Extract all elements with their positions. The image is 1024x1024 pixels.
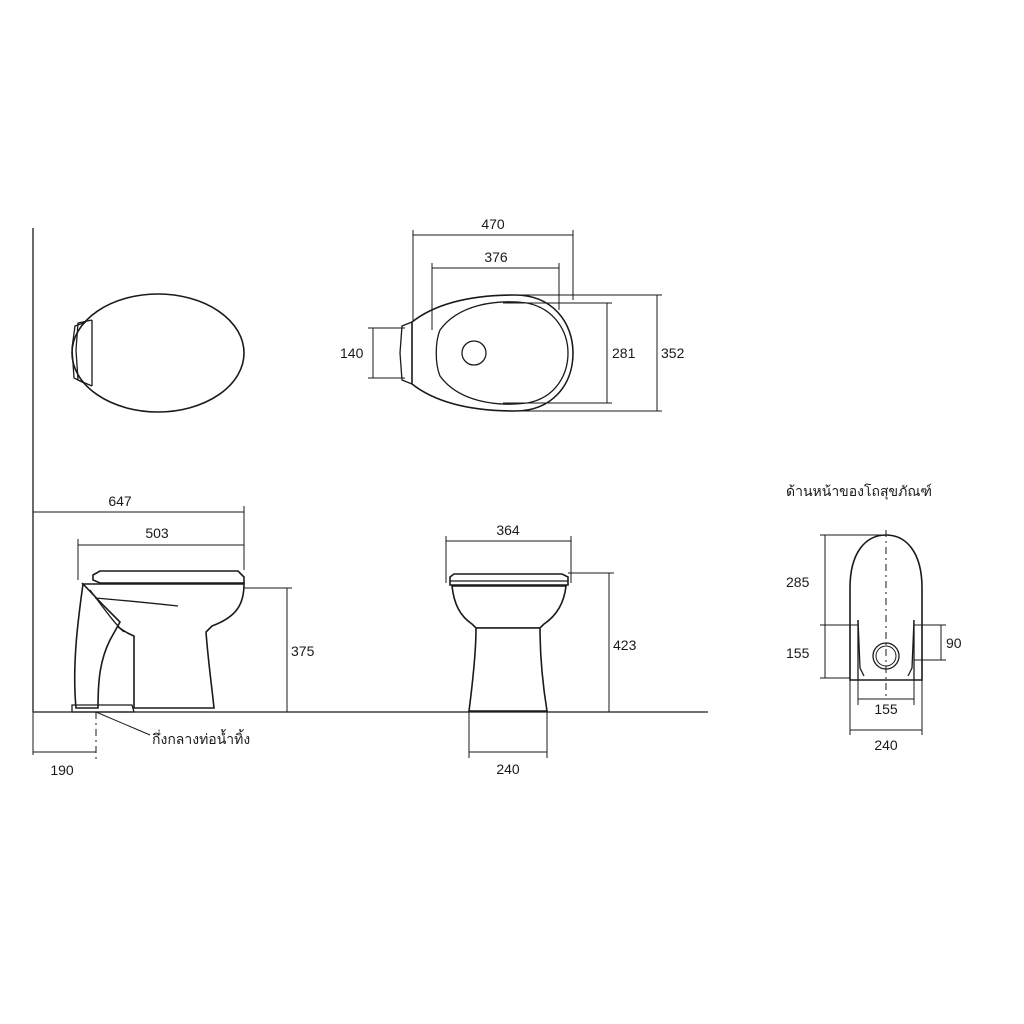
seat-lid-top-view xyxy=(71,293,245,413)
dim-281: 281 xyxy=(612,345,636,361)
dim-647: 647 xyxy=(108,493,132,509)
plan-dimensions xyxy=(368,230,662,412)
front-dimensions xyxy=(445,536,614,758)
dim-423: 423 xyxy=(613,637,637,653)
dim-470: 470 xyxy=(481,216,505,232)
dim-285: 285 xyxy=(786,574,810,590)
wall-and-floor xyxy=(32,228,708,713)
dim-240-base: 240 xyxy=(874,737,898,753)
dim-90: 90 xyxy=(946,635,962,651)
front-of-toilet-label: ด้านหน้าของโถสุขภัณฑ์ xyxy=(786,483,932,500)
dim-364: 364 xyxy=(496,522,520,538)
dim-155-horizontal: 155 xyxy=(874,701,898,717)
dim-503: 503 xyxy=(145,525,169,541)
outlet-center-label: กึ่งกลางท่อน้ำทิ้ง xyxy=(152,729,250,748)
dim-140: 140 xyxy=(340,345,364,361)
dim-190: 190 xyxy=(50,762,74,778)
dim-240-front: 240 xyxy=(496,761,520,777)
toilet-side-view xyxy=(71,570,245,713)
dim-376: 376 xyxy=(484,249,508,265)
toilet-base-view xyxy=(849,530,923,700)
base-dimensions xyxy=(820,534,946,735)
bowl-plan-view xyxy=(399,294,574,412)
dim-375: 375 xyxy=(291,643,315,659)
toilet-front-view xyxy=(449,573,569,712)
dim-155-vertical: 155 xyxy=(786,645,810,661)
side-dimensions xyxy=(32,506,292,760)
dim-352: 352 xyxy=(661,345,685,361)
